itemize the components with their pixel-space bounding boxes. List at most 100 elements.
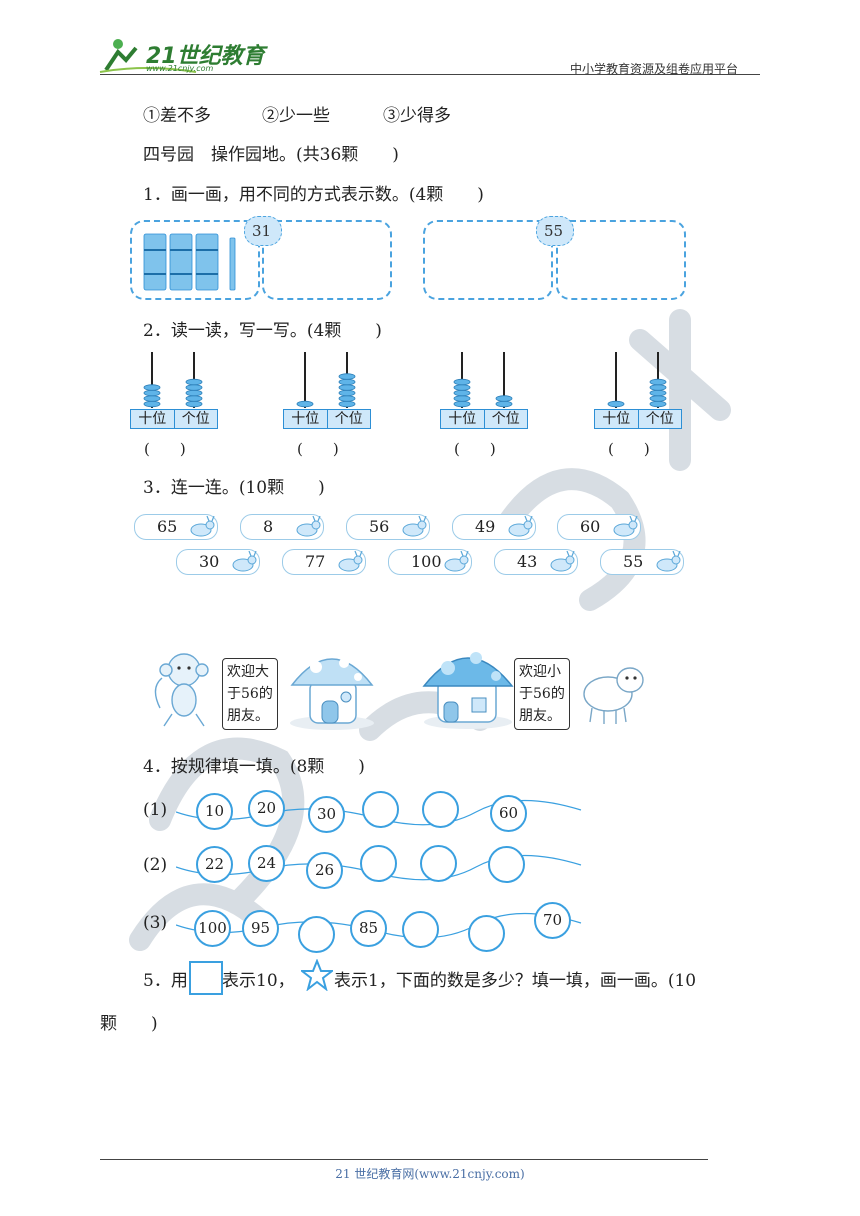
- sequence-number: 85: [350, 910, 387, 947]
- pill-number: 77: [305, 552, 326, 571]
- q5-text-part2: 表示10，: [222, 971, 295, 991]
- header-divider: [100, 74, 760, 75]
- mushroom-house-left[interactable]: [286, 645, 378, 731]
- pill-number: 56: [369, 517, 390, 536]
- number-pill[interactable]: 8: [240, 514, 324, 540]
- pill-number: 60: [580, 517, 601, 536]
- sheep-icon: [583, 667, 644, 724]
- header-platform-text: 中小学教育资源及组卷应用平台: [570, 62, 739, 76]
- draw-cloud-31[interactable]: [262, 220, 392, 300]
- abacus-place-labels: 十位个位: [283, 409, 371, 429]
- sequence-row-label: (2): [143, 855, 168, 875]
- option-3: ③少得多: [383, 106, 451, 126]
- ones-label: 个位: [334, 411, 363, 427]
- answer-blank[interactable]: ( ): [608, 440, 650, 458]
- rabbit-icon: [402, 516, 427, 537]
- site-logo: [99, 39, 197, 73]
- sequence-blank-circle[interactable]: [422, 791, 459, 828]
- number-pill[interactable]: 77: [282, 549, 366, 575]
- abacus-place-labels: 十位个位: [130, 409, 218, 429]
- rabbit-icon: [296, 516, 321, 537]
- footer-divider: [100, 1159, 708, 1160]
- option-2: ②少一些: [262, 106, 330, 126]
- number-pill[interactable]: 49: [452, 514, 536, 540]
- sequence-row-label: (3): [143, 913, 168, 933]
- sequence-number: 22: [196, 846, 233, 883]
- q5-text-part3: 表示1，下面的数是多少？填一填，画一画。(10: [334, 971, 697, 991]
- sequence-number: 20: [248, 790, 285, 827]
- q3-title: 3．连一连。(10颗 ): [143, 478, 325, 498]
- sign-right-line1: 欢迎小: [519, 664, 561, 680]
- cloud-number-55: 55: [544, 222, 564, 240]
- number-pill[interactable]: 56: [346, 514, 430, 540]
- tens-label: 十位: [441, 410, 485, 428]
- star-one-icon: [301, 959, 333, 991]
- number-pill[interactable]: 43: [494, 549, 578, 575]
- tens-label: 十位: [595, 410, 639, 428]
- number-pill[interactable]: 60: [557, 514, 641, 540]
- sign-right-line2: 于56的: [519, 686, 565, 702]
- stick-bundles-icon: [143, 233, 236, 291]
- monkey-icon: [154, 653, 209, 727]
- draw-cloud-55-a[interactable]: [423, 220, 553, 300]
- abacus-rods: [296, 352, 356, 408]
- sign-left-line1: 欢迎大: [227, 664, 269, 680]
- answer-blank[interactable]: ( ): [144, 440, 186, 458]
- cloud-number-31: 31: [252, 222, 272, 240]
- number-badge: [536, 216, 574, 246]
- sequence-blank-circle[interactable]: [420, 845, 457, 882]
- sequence-blank-circle[interactable]: [468, 915, 505, 952]
- option-1: ①差不多: [143, 106, 211, 126]
- sequence-number: 60: [490, 795, 527, 832]
- sequence-blank-circle[interactable]: [298, 916, 335, 953]
- number-pill[interactable]: 30: [176, 549, 260, 575]
- abacus-place-labels: 十位个位: [594, 409, 682, 429]
- pill-number: 100: [411, 552, 442, 571]
- rabbit-icon: [508, 516, 533, 537]
- number-badge: [244, 216, 282, 246]
- rabbit-icon: [190, 516, 215, 537]
- pill-number: 65: [157, 517, 178, 536]
- pill-number: 55: [623, 552, 644, 571]
- q1-title: 1．画一画，用不同的方式表示数。(4颗 ): [143, 185, 484, 205]
- square-ten-icon: [189, 961, 223, 995]
- pill-number: 49: [475, 517, 496, 536]
- pill-number: 43: [517, 552, 538, 571]
- q5-text-part4: 颗 ): [100, 1014, 158, 1034]
- abacus-rods: [607, 352, 667, 408]
- q5-text-part1: 5．用: [143, 971, 188, 991]
- answer-blank[interactable]: ( ): [454, 440, 496, 458]
- abacus-place-labels: 十位个位: [440, 409, 528, 429]
- rabbit-icon: [656, 551, 681, 572]
- abacus-rods: [143, 352, 203, 408]
- draw-cloud-55-b[interactable]: [556, 220, 686, 300]
- number-pill[interactable]: 55: [600, 549, 684, 575]
- sign-right: 欢迎小 于56的 朋友。: [514, 658, 570, 730]
- sequence-blank-circle[interactable]: [362, 791, 399, 828]
- sign-left-line3: 朋友。: [227, 708, 269, 724]
- abacus-rods: [453, 352, 513, 408]
- sequence-blank-circle[interactable]: [402, 911, 439, 948]
- mushroom-house-right[interactable]: [420, 640, 516, 730]
- pill-number: 8: [263, 517, 274, 536]
- sequence-blank-circle[interactable]: [488, 846, 525, 883]
- answer-blank[interactable]: ( ): [297, 440, 339, 458]
- sequence-row-label: (1): [143, 800, 168, 820]
- pill-number: 30: [199, 552, 220, 571]
- sequence-number: 26: [306, 852, 343, 889]
- sequence-number: 24: [248, 845, 285, 882]
- sign-left-line2: 于56的: [227, 686, 273, 702]
- ones-label: 个位: [181, 411, 210, 427]
- bundle-cloud: [130, 220, 260, 300]
- number-pill[interactable]: 100: [388, 549, 472, 575]
- tens-label: 十位: [131, 410, 175, 428]
- number-pill[interactable]: 65: [134, 514, 218, 540]
- sequence-blank-circle[interactable]: [360, 845, 397, 882]
- tens-label: 十位: [284, 410, 328, 428]
- sequence-number: 70: [534, 902, 571, 939]
- sequence-number: 95: [242, 910, 279, 947]
- footer-text: 21 世纪教育网(www.21cnjy.com): [335, 1167, 525, 1181]
- q4-title: 4．按规律填一填。(8颗 ): [143, 757, 365, 777]
- rabbit-icon: [550, 551, 575, 572]
- ones-label: 个位: [645, 411, 674, 427]
